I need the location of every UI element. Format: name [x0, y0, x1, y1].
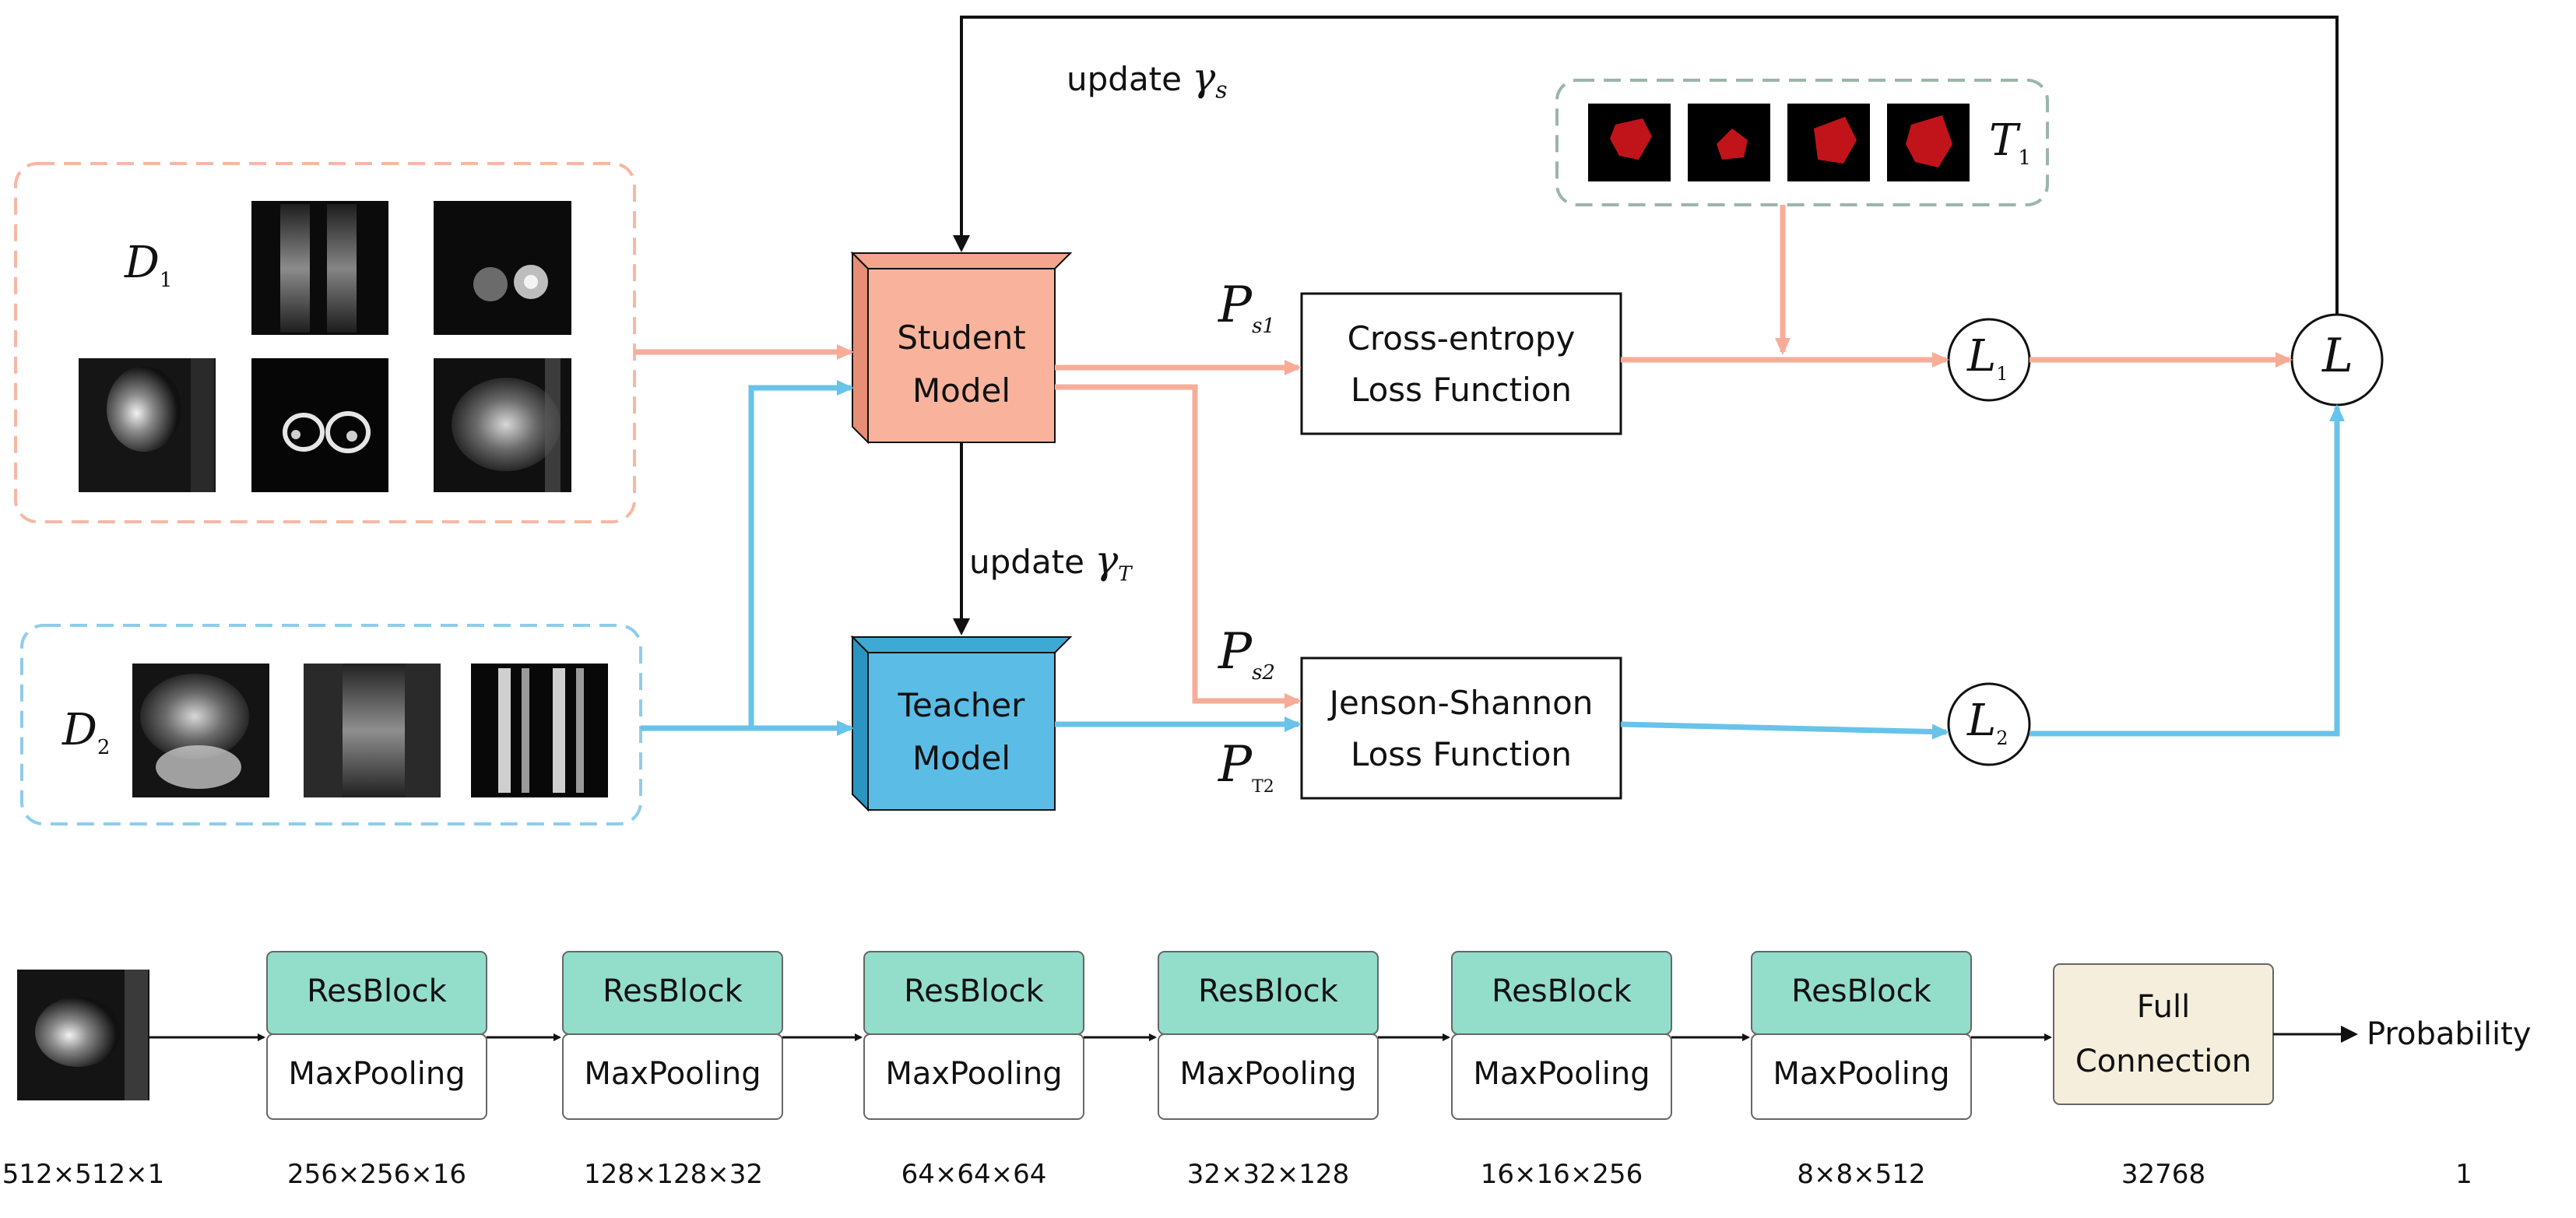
maxpooling-label: MaxPooling	[1773, 1056, 1950, 1092]
ps2-label: Ps2	[1218, 623, 1275, 685]
resblock-label: ResBlock	[307, 973, 447, 1009]
ps1-label: Ps1	[1218, 276, 1275, 338]
dimension-label: 256×256×16	[286, 1159, 467, 1190]
t1-container	[1555, 79, 2049, 206]
dimension-label: 32×32×128	[1186, 1159, 1350, 1190]
resblock-box	[1751, 951, 1972, 1035]
mri-image	[471, 664, 608, 797]
update-teacher-label: update γT	[969, 537, 1132, 586]
resblock-box	[1158, 951, 1379, 1035]
dimension-label: 1	[2455, 1159, 2472, 1190]
full-connection-label-line2: Connection	[2075, 1044, 2252, 1079]
d2-label: D2	[62, 705, 111, 760]
resblock-label: ResBlock	[603, 973, 743, 1009]
tumor-mask-image	[1688, 104, 1770, 181]
resblock-box	[1451, 951, 1672, 1035]
d1-mri-images	[79, 201, 571, 492]
resblock-box	[863, 951, 1084, 1035]
l2-label: L2	[1967, 695, 2008, 750]
maxpooling-label: MaxPooling	[885, 1056, 1063, 1092]
maxpooling-label: MaxPooling	[288, 1056, 466, 1092]
l-label: L	[2322, 329, 2353, 383]
mri-image	[251, 201, 388, 335]
jenson-shannon-loss-box	[1300, 657, 1622, 800]
mri-image	[434, 201, 571, 335]
d1-container	[14, 162, 636, 523]
dimension-label: 512×512×1	[2, 1159, 165, 1190]
maxpooling-label: MaxPooling	[1179, 1056, 1357, 1092]
mri-image	[79, 358, 216, 492]
maxpooling-label: MaxPooling	[584, 1056, 761, 1092]
d1-label: D1	[125, 238, 173, 293]
resblock-label: ResBlock	[1198, 973, 1338, 1009]
full-connection-box	[2053, 963, 2274, 1105]
pt2-label: PT2	[1218, 736, 1274, 797]
arrow-l2-to-l	[2030, 404, 2345, 737]
dimension-label: 64×64×64	[901, 1159, 1047, 1190]
mri-image	[132, 664, 269, 797]
t1-mask-images	[1588, 104, 1970, 181]
t1-label: T1	[1989, 115, 2031, 171]
mri-image	[434, 358, 571, 492]
arrow-ps2	[1055, 384, 1302, 709]
update-student-label: update γs	[1067, 55, 1228, 104]
l1-label: L1	[1967, 331, 2008, 385]
dimension-label: 32768	[2121, 1159, 2206, 1190]
tumor-mask-image	[1887, 104, 1970, 181]
pipeline	[17, 951, 2358, 1120]
resblock-label: ResBlock	[1492, 973, 1632, 1009]
maxpooling-label: MaxPooling	[1473, 1056, 1650, 1092]
tumor-mask-image	[1787, 104, 1870, 181]
tumor-mask-image	[1588, 104, 1671, 181]
dimension-label: 8×8×512	[1797, 1159, 1926, 1190]
arrow-js-to-l2	[1620, 721, 1949, 740]
arrow-d2-to-student	[748, 380, 854, 728]
teacher-model-box	[850, 635, 1073, 812]
resblock-box	[562, 951, 783, 1035]
mri-image	[251, 358, 388, 492]
mri-image	[304, 664, 441, 797]
student-model-box	[850, 251, 1073, 445]
d2-container	[20, 624, 642, 825]
full-connection-label-line1: Full	[2136, 989, 2191, 1025]
resblock-label: ResBlock	[904, 973, 1044, 1009]
cross-entropy-loss-box	[1300, 292, 1622, 435]
resblock-box	[266, 951, 487, 1035]
arrow-update-student	[953, 16, 2339, 315]
input-mri-image	[17, 970, 149, 1100]
probability-label: Probability	[2367, 1016, 2532, 1052]
dimension-label: 16×16×256	[1480, 1159, 1643, 1190]
dimension-label: 128×128×32	[583, 1159, 764, 1190]
resblock-label: ResBlock	[1791, 973, 1931, 1009]
d2-mri-images	[132, 664, 608, 797]
